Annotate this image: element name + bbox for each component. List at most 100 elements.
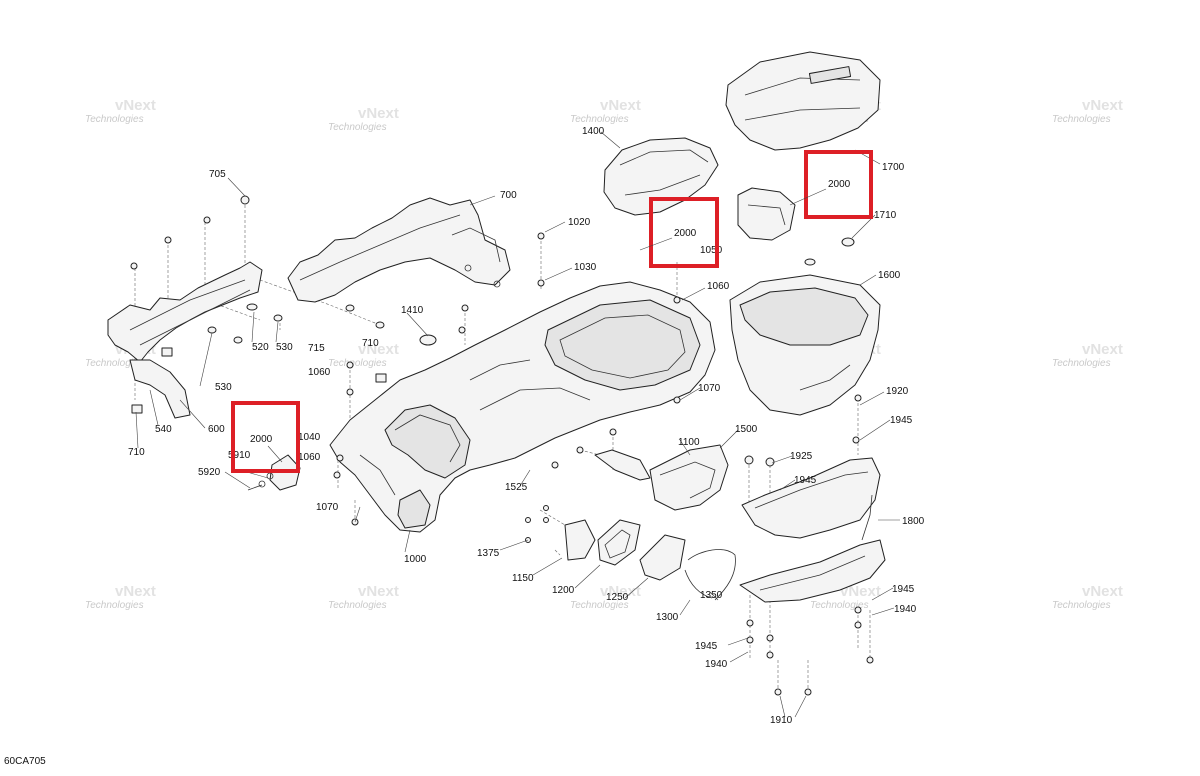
watermark: vNext Technologies bbox=[1052, 583, 1123, 611]
highlight-frame bbox=[649, 197, 719, 268]
fasteners bbox=[130, 195, 874, 696]
callout-label: 1040 bbox=[298, 432, 321, 443]
callout-label: 1925 bbox=[790, 451, 813, 462]
highlight-label: 2000 bbox=[828, 179, 851, 190]
callout-label: 1070 bbox=[316, 502, 339, 513]
callout-label: 1500 bbox=[735, 424, 758, 435]
callout-label: 1060 bbox=[707, 281, 730, 292]
callout-label: 1000 bbox=[404, 554, 427, 565]
watermark-line2: Technologies bbox=[810, 600, 869, 611]
highlight-frame bbox=[804, 150, 873, 219]
callout-label: 1030 bbox=[574, 262, 597, 273]
callout-label: 1600 bbox=[878, 270, 901, 281]
callout-label: 1050 bbox=[700, 245, 723, 256]
watermark-line1: vNext bbox=[358, 341, 399, 358]
watermark-line2: Technologies bbox=[1052, 600, 1111, 611]
highlight-boxes: 2000 2000 2000 bbox=[231, 150, 873, 473]
watermark-line1: vNext bbox=[600, 97, 641, 114]
callout-label: 1710 bbox=[874, 210, 897, 221]
right-bracket bbox=[739, 457, 886, 603]
callout-label: 1940 bbox=[894, 604, 917, 615]
callout-label: 1940 bbox=[705, 659, 728, 670]
watermark-line1: vNext bbox=[358, 105, 399, 122]
highlight-label: 2000 bbox=[674, 228, 697, 239]
watermark-line2: Technologies bbox=[570, 114, 629, 125]
callout-label: 1020 bbox=[568, 217, 591, 228]
watermark: vNext Technologies bbox=[85, 97, 156, 125]
callout-label: 1250 bbox=[606, 592, 629, 603]
callout-label: 1350 bbox=[700, 590, 723, 601]
gauge-assembly bbox=[564, 444, 736, 601]
watermark: vNext Technologies bbox=[570, 583, 641, 611]
top-cover bbox=[603, 137, 719, 216]
leader-lines bbox=[135, 131, 900, 718]
callout-label: 5920 bbox=[198, 467, 221, 478]
watermark-line2: Technologies bbox=[85, 114, 144, 125]
callout-label: 1525 bbox=[505, 482, 528, 493]
callout-label: 715 bbox=[308, 343, 325, 354]
highlight-box: 2000 bbox=[639, 197, 719, 268]
callout-label: 1920 bbox=[886, 386, 909, 397]
watermark-line1: vNext bbox=[840, 583, 881, 600]
left-bracket-rail bbox=[107, 261, 263, 419]
callout-label: 710 bbox=[128, 447, 145, 458]
callout-label: 1945 bbox=[695, 641, 718, 652]
watermark-line2: Technologies bbox=[328, 600, 387, 611]
latch-part bbox=[737, 187, 796, 241]
highlight-box: 2000 bbox=[789, 150, 873, 219]
watermark-line2: Technologies bbox=[85, 358, 144, 369]
callout-label: 540 bbox=[155, 424, 172, 435]
watermark-line1: vNext bbox=[1082, 583, 1123, 600]
figure-code: 60CA705 bbox=[4, 756, 46, 767]
highlight-label: 2000 bbox=[250, 434, 273, 445]
callout-label: 530 bbox=[215, 382, 232, 393]
highlight-box: 2000 bbox=[231, 401, 300, 473]
callout-label: 1945 bbox=[892, 584, 915, 595]
callout-label: 1070 bbox=[698, 383, 721, 394]
callout-label: 1060 bbox=[298, 452, 321, 463]
callout-label: 1100 bbox=[678, 437, 700, 448]
watermark-line1: vNext bbox=[1082, 97, 1123, 114]
callout-label: 1200 bbox=[552, 585, 575, 596]
watermark-line2: Technologies bbox=[1052, 114, 1111, 125]
watermark: vNext Technologies bbox=[810, 583, 881, 611]
highlight-frame bbox=[231, 401, 300, 473]
watermark-line1: vNext bbox=[600, 583, 641, 600]
callout-label: 1060 bbox=[308, 367, 331, 378]
callout-label: 520 bbox=[252, 342, 269, 353]
watermark-line2: Technologies bbox=[570, 600, 629, 611]
watermark: vNext Technologies bbox=[328, 105, 399, 133]
watermark-line2: Technologies bbox=[328, 358, 387, 369]
callout-label: 1910 bbox=[770, 715, 793, 726]
watermark-line1: vNext bbox=[1082, 341, 1123, 358]
watermark: vNext Technologies bbox=[1052, 341, 1123, 369]
watermark-line2: Technologies bbox=[328, 122, 387, 133]
watermark: vNext Technologies bbox=[1052, 97, 1123, 125]
watermark-line1: vNext bbox=[358, 583, 399, 600]
watermark: vNext Technologies bbox=[328, 583, 399, 611]
callout-label: 710 bbox=[362, 338, 379, 349]
callout-label: 1945 bbox=[794, 475, 817, 486]
watermark-line2: Technologies bbox=[85, 600, 144, 611]
upper-lid bbox=[725, 51, 881, 151]
callout-label: 1800 bbox=[902, 516, 925, 527]
callout-label: 1400 bbox=[582, 126, 605, 137]
watermark-line1: vNext bbox=[115, 97, 156, 114]
callout-label: 530 bbox=[276, 342, 293, 353]
callout-label: 1300 bbox=[656, 612, 679, 623]
callout-label: 1150 bbox=[512, 573, 534, 584]
watermark: vNext Technologies bbox=[328, 341, 399, 369]
callout-label: 1375 bbox=[477, 548, 500, 559]
callouts: 705 700 1020 1030 1400 1700 1710 1600 10… bbox=[128, 126, 925, 726]
watermark: vNext Technologies bbox=[570, 97, 641, 125]
watermark-line2: Technologies bbox=[1052, 358, 1111, 369]
callout-label: 600 bbox=[208, 424, 225, 435]
upper-bracket bbox=[287, 197, 511, 303]
callout-label: 700 bbox=[500, 190, 517, 201]
watermark-line1: vNext bbox=[115, 583, 156, 600]
callout-label: 1700 bbox=[882, 162, 905, 173]
callout-label: 1945 bbox=[890, 415, 913, 426]
storage-bin bbox=[729, 274, 881, 416]
main-frame bbox=[329, 281, 716, 533]
